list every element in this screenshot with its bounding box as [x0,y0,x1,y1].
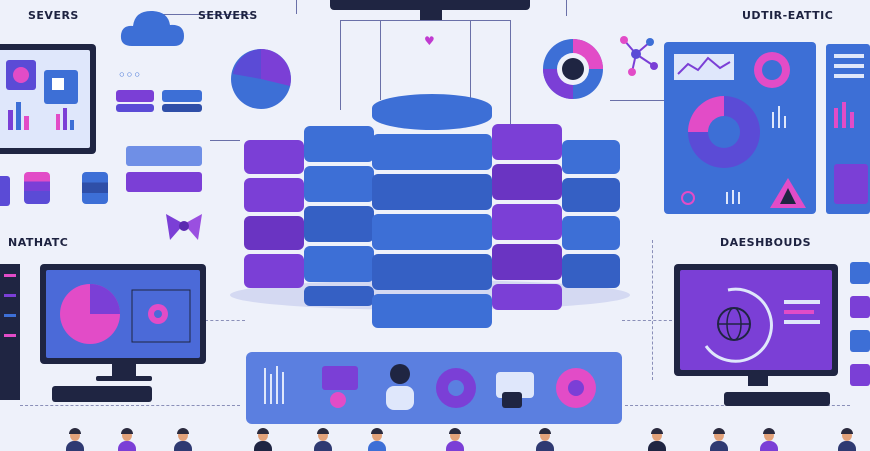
toolbar-icons [264,364,596,410]
person-2 [116,428,138,451]
server-tower-purple-left[interactable] [244,140,304,300]
mini-server-blue [82,172,108,204]
person-6 [366,428,388,451]
analytics-panel[interactable] [664,42,816,214]
dashed-link-left [205,320,245,321]
top-monitor-stand [420,10,442,20]
server-rack-left [0,264,20,400]
connector-vertical-4 [510,20,511,130]
analytics-charts-icon [674,52,790,205]
warning-icon [770,178,806,208]
label-udtir-eattic: UDTIR-EATTIC [742,9,834,22]
connector-vertical-2 [380,20,381,100]
label-servers: SERVERS [198,9,258,22]
server-tower-blue-center[interactable] [372,94,492,328]
person-5 [312,428,334,451]
person-3 [172,428,194,451]
dashboard-widgets-icon [6,60,78,130]
label-severs: SEVERS [28,9,79,22]
side-panel-right [826,44,870,214]
globe-icon [704,287,820,363]
card-purple-1[interactable] [126,172,202,192]
dashed-link-right [622,320,672,321]
connector-top-right [566,0,567,16]
keyboard-right[interactable] [724,392,830,406]
top-monitor [330,0,530,10]
server-stack-right-edge [850,262,870,392]
cgb-text-glyph: ◦◦◦ [118,68,142,82]
monitor-bottom-right-stand [748,376,768,386]
monitor-bottom-left-base [96,376,152,381]
connector-right-arrow [610,100,665,101]
chip-blue-1 [162,90,202,102]
connector-top-left [160,14,250,15]
connector-vertical-1 [340,20,341,110]
dashed-link-bottom-left [20,405,240,406]
monitor-top-left[interactable] [0,44,96,154]
chip-blue-2 [162,104,202,112]
person-9 [646,428,668,451]
chip-purple-1 [116,90,154,102]
donut-chart-icon[interactable] [540,36,606,102]
pie-chart-icon[interactable] [228,46,294,112]
connector-left-arrow [210,140,240,141]
network-icon [620,36,658,76]
mini-server-edge [0,176,10,206]
bottom-toolbar[interactable] [246,352,622,424]
person-11 [758,428,780,451]
card-blue-1[interactable] [126,146,202,166]
person-12 [836,428,858,451]
server-tower-purple-right[interactable] [492,124,562,310]
person-4 [252,428,274,451]
chip-purple-2 [116,104,154,112]
heart-icon: ♥ [424,34,435,48]
person-1 [64,428,86,451]
keyboard-left[interactable] [52,386,152,402]
label-daeshbouds: DAESHBOUDS [720,236,812,249]
connector-vertical-3 [470,20,471,100]
person-7 [444,428,466,451]
server-cluster[interactable] [230,90,630,330]
label-nathatc: NATHATC [8,236,69,249]
monitor-bottom-left[interactable] [40,264,206,364]
server-tower-blue-right[interactable] [562,140,620,290]
server-tower-blue-left[interactable] [304,126,374,306]
monitor-bottom-left-stand [112,364,136,376]
person-10 [708,428,730,451]
connector-horizontal-top [340,20,510,21]
dashboard-chart-icon [60,284,191,344]
bow-icon [166,214,202,240]
person-8 [534,428,556,451]
dashed-link-right-vertical [652,240,653,380]
cloud-icon [120,10,184,46]
mini-server-purple [24,172,50,204]
connector-top [296,0,297,14]
monitor-bottom-right[interactable] [674,264,838,376]
